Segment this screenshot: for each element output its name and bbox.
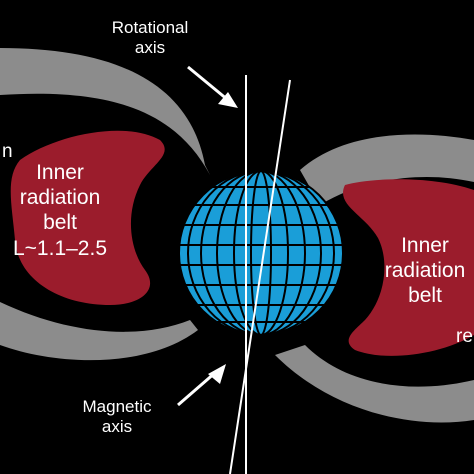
magnetic-axis-label: Magnetic axis — [82, 397, 152, 437]
earth-globe — [178, 170, 344, 336]
left-inner-belt-label: Inner radiation belt L~1.1–2.5 — [12, 161, 107, 260]
outer-belt-left-lower — [0, 302, 198, 361]
outer-belt-left — [0, 48, 210, 175]
right-inner-belt-label: Inner radiation belt — [384, 234, 466, 308]
outer-belt-right — [300, 134, 474, 205]
magnetic-axis-line — [229, 79, 291, 474]
left-edge-partial-label: n — [2, 141, 13, 162]
right-edge-partial-label: re — [456, 326, 473, 347]
rotational-axis-label: Rotational axis — [111, 18, 189, 58]
outer-belt-right-lower — [275, 345, 474, 423]
magnetic-axis-arrow — [177, 364, 226, 407]
inner-belt-left — [10, 130, 165, 305]
inner-belt-right — [342, 179, 474, 356]
rotational-axis-arrow — [187, 65, 238, 108]
